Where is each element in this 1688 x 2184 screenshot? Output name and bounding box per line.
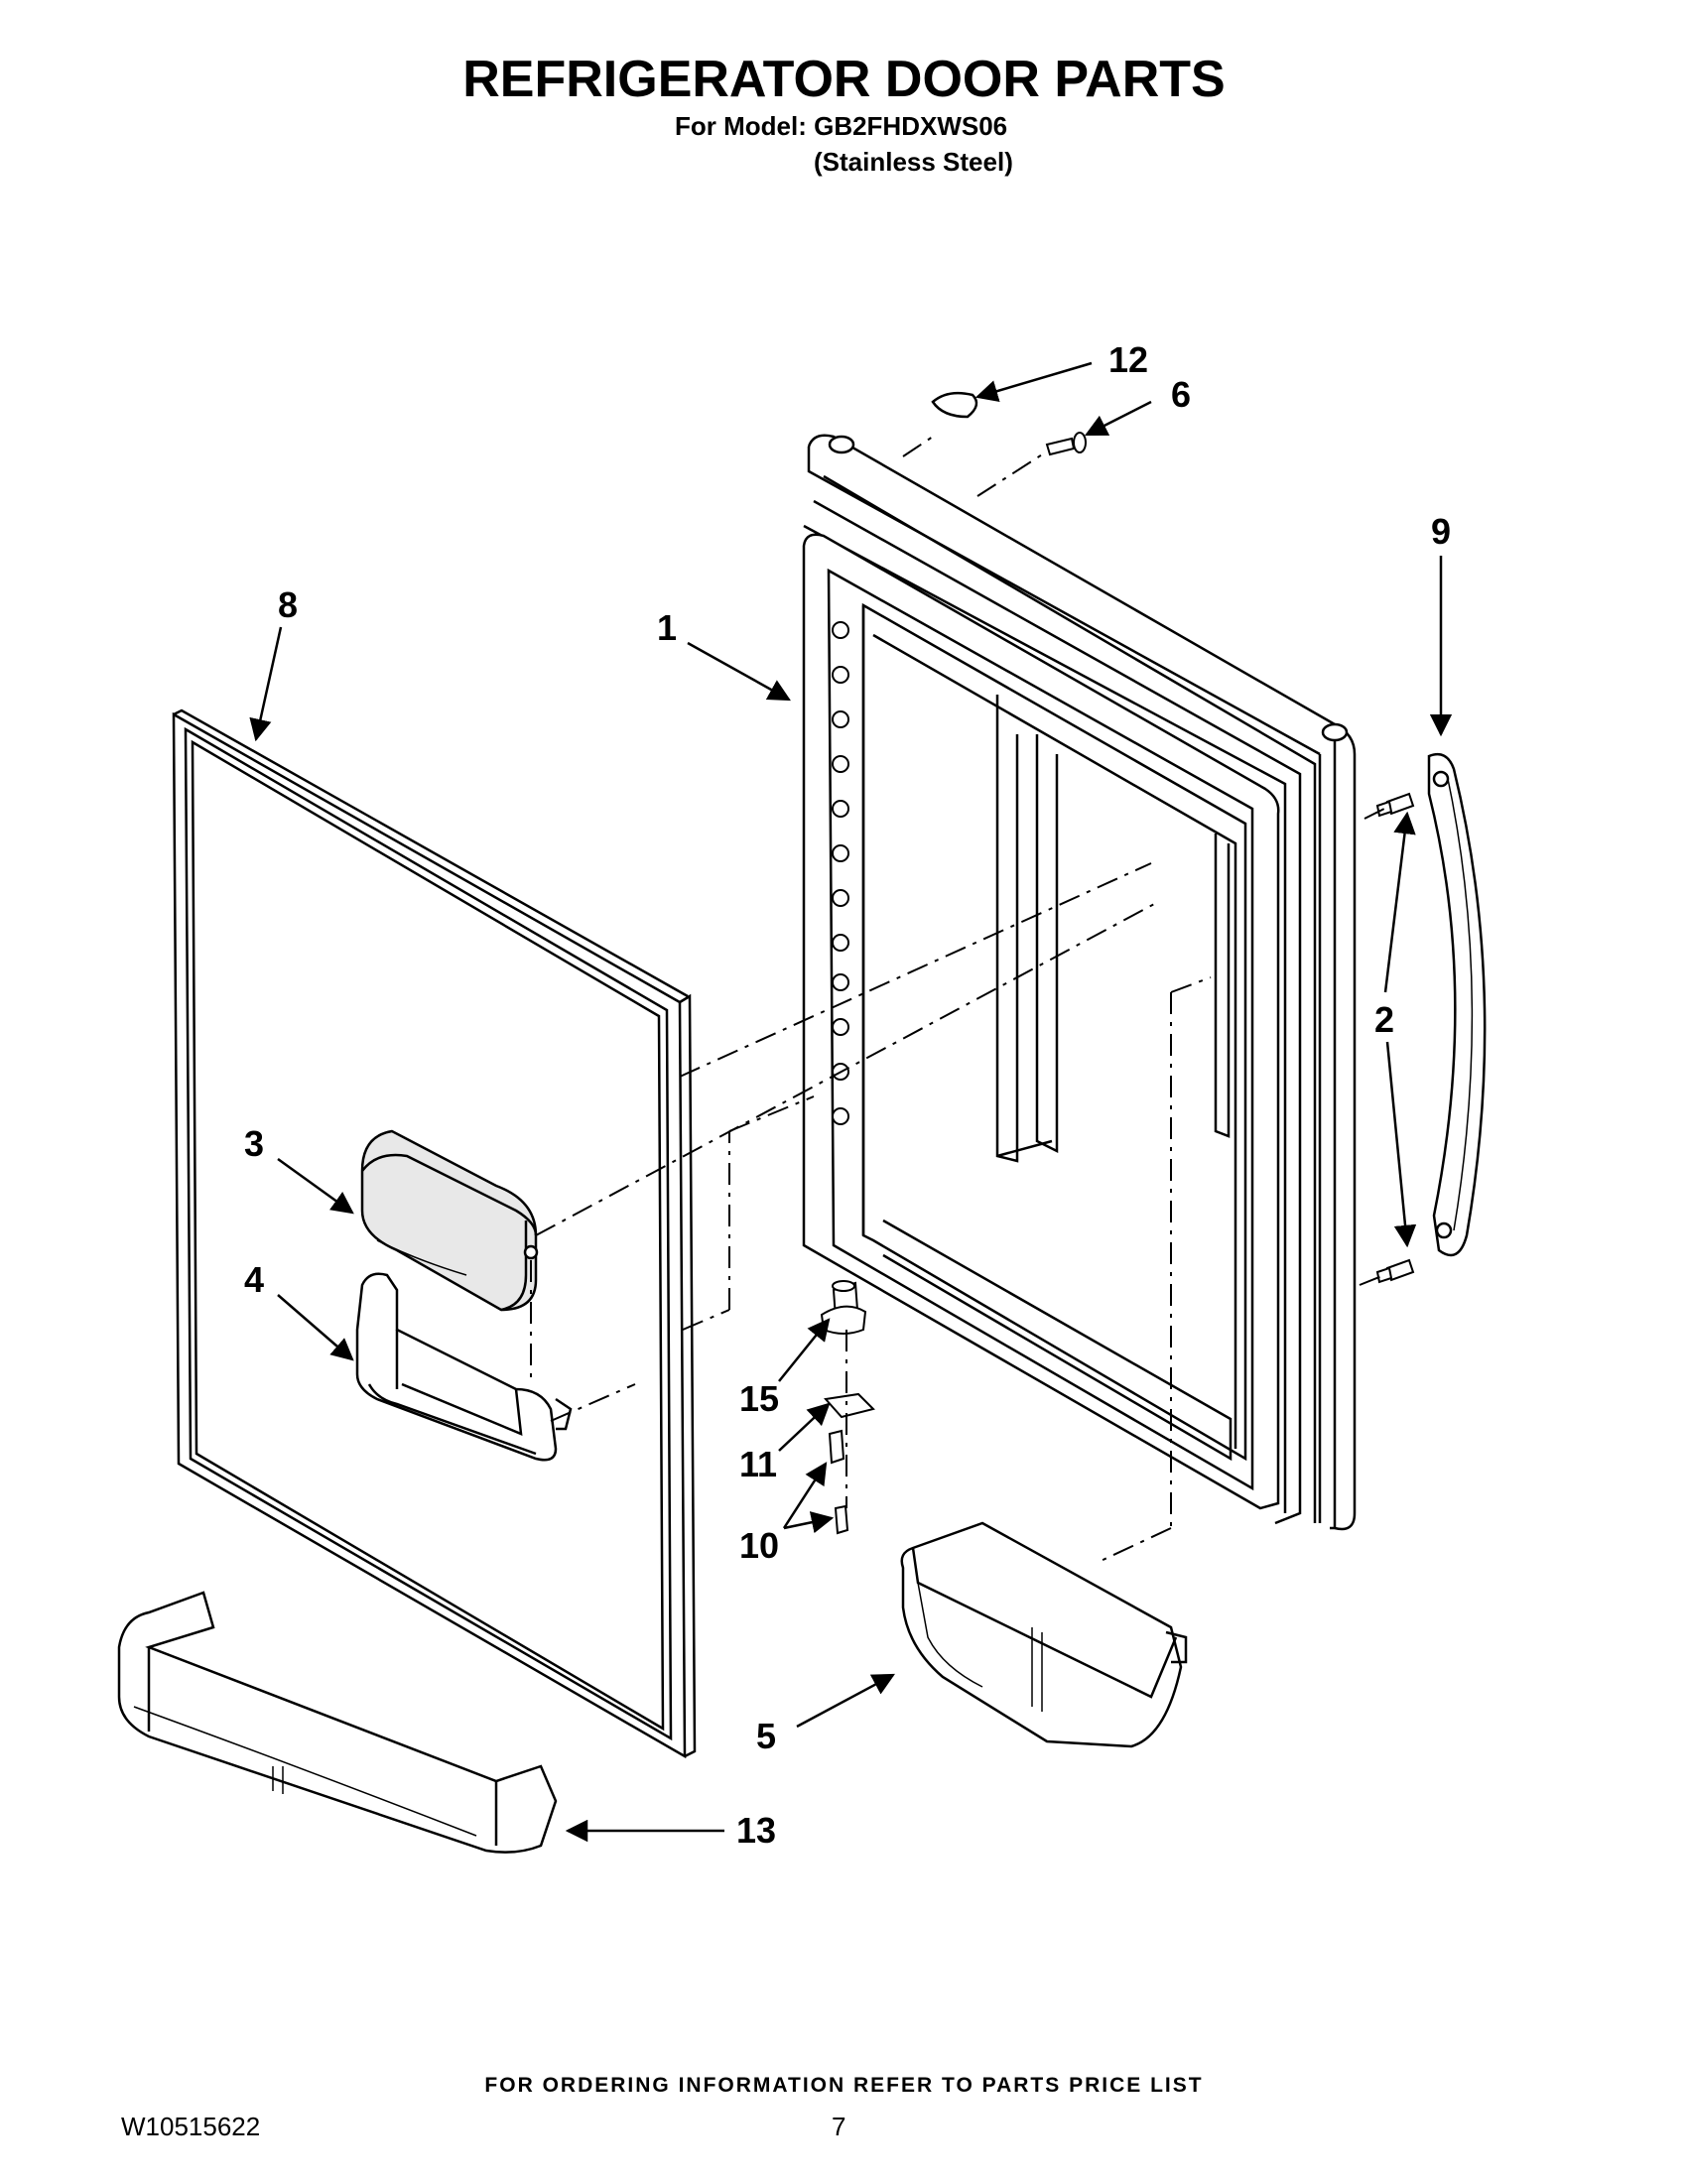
drip-tray-part-4 — [355, 1272, 573, 1462]
callout-9: 9 — [1431, 511, 1451, 552]
callout-2: 2 — [1374, 999, 1394, 1040]
ordering-note: FOR ORDERING INFORMATION REFER TO PARTS … — [484, 2074, 1204, 2097]
callout-3: 3 — [244, 1123, 264, 1164]
callout-11: 11 — [739, 1444, 777, 1484]
screw-part-6 — [1045, 432, 1087, 456]
callout-6: 6 — [1171, 374, 1191, 415]
callout-13: 13 — [736, 1810, 776, 1851]
callout-10: 10 — [739, 1525, 779, 1566]
callout-15: 15 — [739, 1378, 779, 1419]
model-line: For Model: GB2FHDXWS06 — [675, 111, 1008, 141]
shelf-bump-column — [832, 621, 849, 1125]
page-title: REFRIGERATOR DOOR PARTS — [462, 51, 1226, 108]
screws-part-2 — [1375, 792, 1415, 1284]
finish-line: (Stainless Steel) — [814, 147, 1013, 177]
seal-part-12 — [931, 391, 978, 419]
hinge-assembly-parts-10-11-15 — [820, 1280, 875, 1535]
callout-4: 4 — [244, 1259, 264, 1300]
document-number: W10515622 — [121, 2112, 261, 2141]
assembly-guide-lines — [530, 436, 1385, 1564]
door-bin-part-13 — [117, 1591, 558, 1854]
callout-1: 1 — [657, 607, 677, 648]
callout-leader-lines — [249, 361, 1453, 1843]
door-bin-part-5 — [900, 1521, 1188, 1748]
page-number: 7 — [832, 2112, 846, 2141]
callout-12: 12 — [1108, 339, 1148, 380]
callout-8: 8 — [278, 584, 298, 625]
door-handle-part-9 — [1427, 752, 1487, 1257]
door-liner-part-1 — [802, 434, 1357, 1531]
dispenser-housing-part-3 — [360, 1129, 539, 1312]
callout-5: 5 — [756, 1716, 776, 1756]
